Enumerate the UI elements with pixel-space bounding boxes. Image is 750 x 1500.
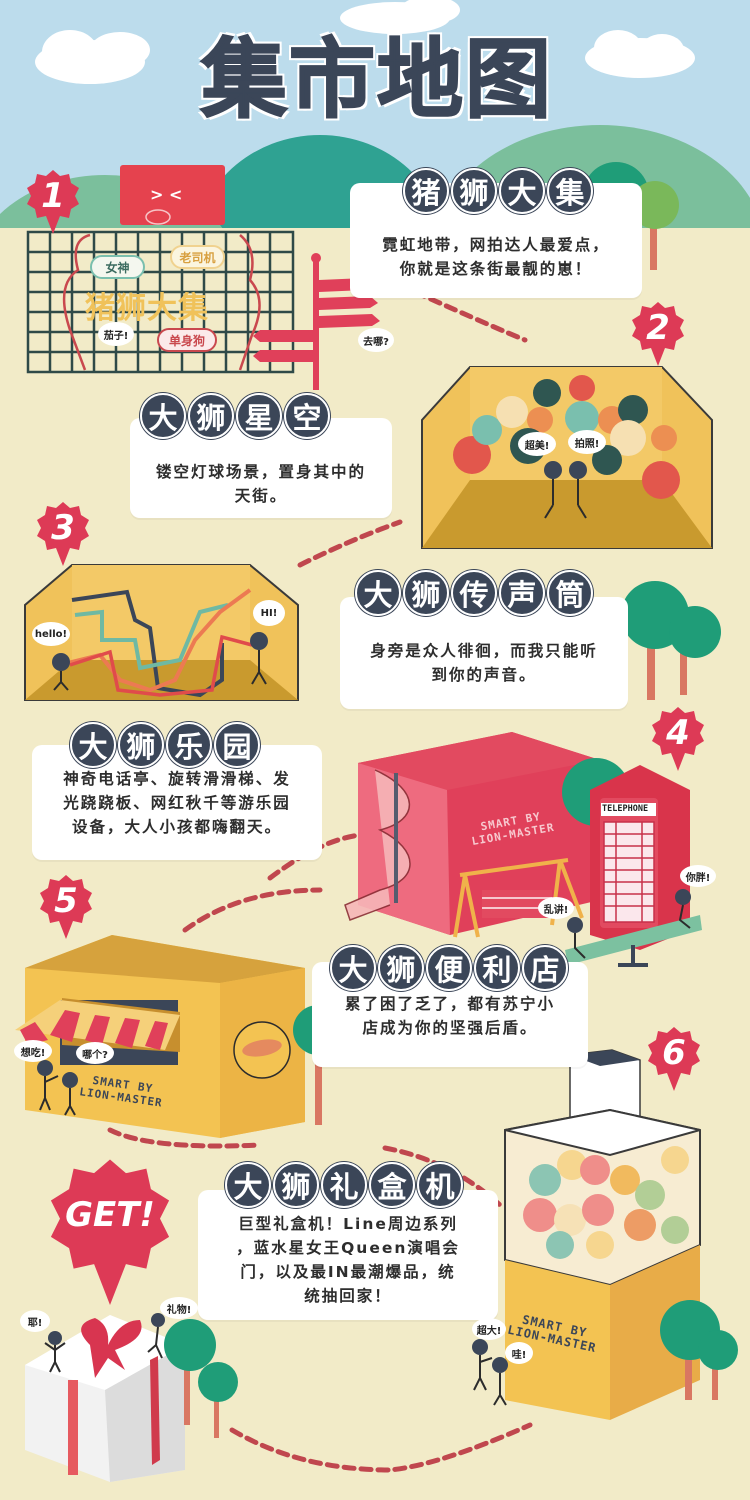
section-1-title: 猪 狮 大 集 bbox=[403, 168, 593, 214]
section-1-description: 霓虹地带，网拍达人最爱点， 你就是这条街最靓的崽！ bbox=[382, 236, 610, 278]
title-char: 集 bbox=[200, 30, 288, 130]
section-5-title: 大 狮 便 利 店 bbox=[330, 945, 568, 991]
playground-illustration bbox=[344, 732, 702, 967]
page-title: 集 市 地 图 bbox=[165, 30, 585, 130]
convenience-store-illustration bbox=[15, 935, 343, 1138]
speech-bubble: 想吃! bbox=[14, 1040, 52, 1062]
tag-single: 单身狗 bbox=[157, 328, 217, 352]
speech-bubble: 哪个? bbox=[76, 1042, 114, 1064]
speech-bubble: 去哪? bbox=[358, 328, 394, 352]
badge-burst-icon bbox=[40, 875, 92, 939]
starry-room-illustration bbox=[421, 366, 713, 549]
get-badge: GET! bbox=[45, 1155, 175, 1305]
section-badge-5: 5 bbox=[38, 873, 94, 939]
badge-burst-icon bbox=[27, 170, 79, 234]
section-2-description: 镂空灯球场景，置身其中的 天街。 bbox=[155, 463, 366, 505]
tag-veteran: 老司机 bbox=[170, 245, 225, 269]
badge-burst-icon bbox=[652, 707, 704, 771]
voice-tube-illustration bbox=[24, 564, 299, 701]
section-4-title: 大 狮 乐 园 bbox=[70, 722, 260, 768]
speech-bubble: hello! bbox=[32, 622, 70, 646]
section-badge-4: 4 bbox=[650, 705, 706, 771]
gift-machine-illustration bbox=[472, 1049, 738, 1420]
section-6-callout: 巨型礼盒机！Line周边系列 ，蓝水星女王Queen演唱会 门，以及最IN最潮爆… bbox=[198, 1190, 498, 1320]
speech-bubble: HI! bbox=[253, 600, 285, 626]
section-3-description: 身旁是众人徘徊，而我只能听 到你的声音。 bbox=[370, 642, 598, 684]
speech-bubble: 你胖! bbox=[680, 865, 716, 887]
speech-bubble: 耶! bbox=[20, 1310, 50, 1332]
speech-bubble: 乱讲! bbox=[538, 897, 574, 919]
tag-goddess: 女神 bbox=[90, 255, 145, 279]
section-3-title: 大 狮 传 声 筒 bbox=[355, 570, 593, 616]
section-1-callout: 霓虹地带，网拍达人最爱点， 你就是这条街最靓的崽！ bbox=[350, 183, 642, 298]
title-char: 地 bbox=[376, 30, 464, 130]
speech-bubble: 超美! bbox=[518, 432, 556, 456]
badge-burst-icon bbox=[50, 1159, 170, 1305]
speech-bubble: 超大! bbox=[472, 1318, 506, 1340]
speech-bubble: 礼物! bbox=[160, 1297, 198, 1319]
title-char: 图 bbox=[464, 30, 552, 130]
speech-bubble: 拍照! bbox=[568, 430, 606, 454]
section-4-description: 神奇电话亭、旋转滑滑梯、发 光跷跷板、网红秋千等游乐园 设备，大人小孩都嗨翻天。 bbox=[63, 770, 291, 836]
speech-bubble: 茄子! bbox=[98, 322, 134, 346]
title-char: 市 bbox=[288, 30, 376, 130]
badge-burst-icon bbox=[37, 502, 89, 566]
clouds bbox=[35, 0, 695, 84]
section-3-callout: 身旁是众人徘徊，而我只能听 到你的声音。 bbox=[340, 597, 628, 709]
badge-burst-icon bbox=[632, 302, 684, 366]
section-badge-6: 6 bbox=[646, 1025, 702, 1091]
telephone-label: TELEPHONE bbox=[602, 804, 649, 814]
market-sign-text: 猪狮大集 bbox=[85, 291, 209, 326]
section-badge-3: 3 bbox=[35, 500, 91, 566]
badge-burst-icon bbox=[648, 1027, 700, 1091]
section-6-description: 巨型礼盒机！Line周边系列 ，蓝水星女王Queen演唱会 门，以及最IN最潮爆… bbox=[236, 1215, 460, 1305]
section-badge-1: 1 bbox=[25, 168, 81, 234]
speech-bubble: 哇! bbox=[505, 1342, 533, 1364]
section-2-title: 大 狮 星 空 bbox=[140, 393, 330, 439]
market-grid-illustration: > < bbox=[26, 165, 380, 390]
section-5-description: 累了困了乏了，都有苏宁小 店成为你的坚强后盾。 bbox=[344, 995, 555, 1037]
section-badge-2: 2 bbox=[630, 300, 686, 366]
section-6-title: 大 狮 礼 盒 机 bbox=[225, 1162, 463, 1208]
gift-box-illustration bbox=[25, 1313, 238, 1482]
svg-text:> <: > < bbox=[150, 185, 182, 204]
